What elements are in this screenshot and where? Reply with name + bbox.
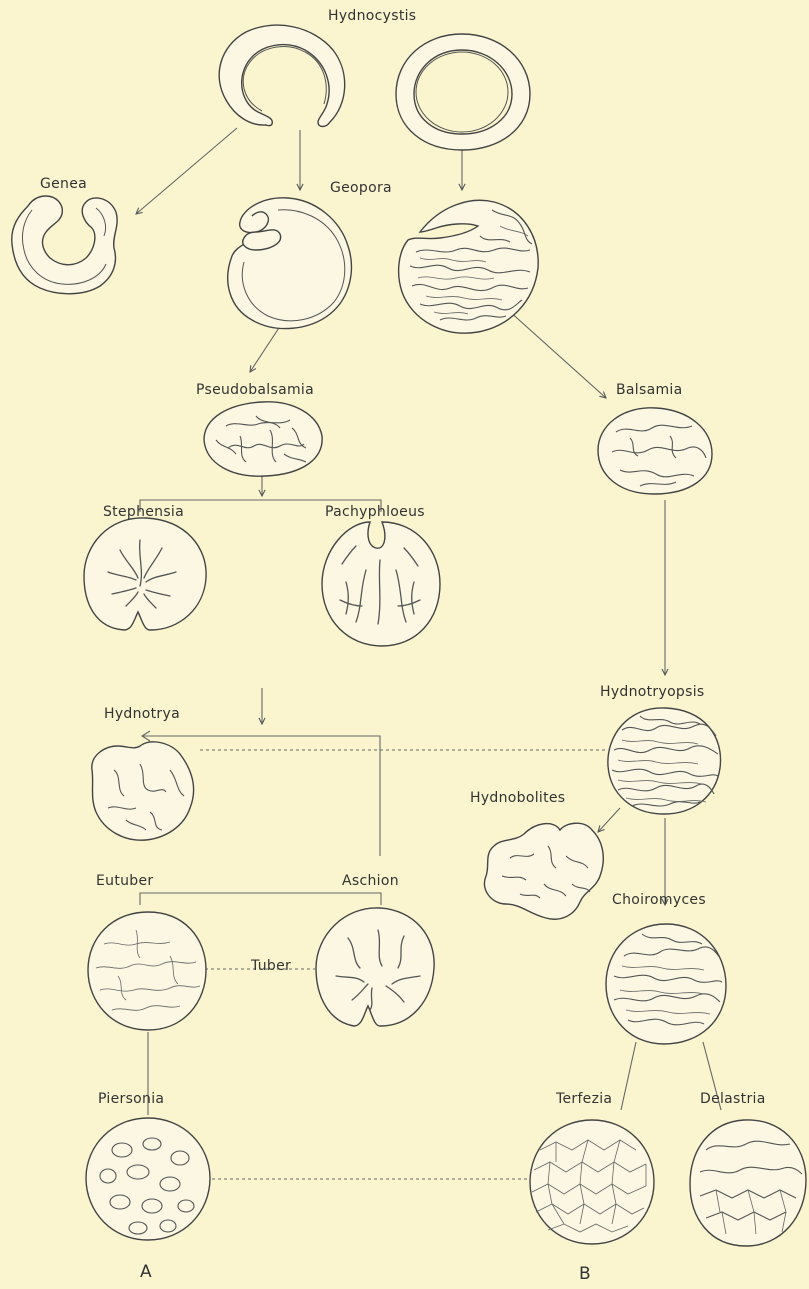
label-eutuber: Eutuber (96, 873, 153, 889)
specimen-aschion (316, 908, 434, 1026)
label-panel-b: B (579, 1264, 591, 1284)
label-pachyphloeus: Pachyphloeus (325, 504, 425, 520)
specimen-hydnocystis-open (219, 25, 345, 126)
label-tuber: Tuber (251, 958, 291, 974)
label-choiromyces: Choiromyces (612, 892, 706, 908)
specimen-stephensia (84, 518, 206, 630)
specimen-geopora-open (228, 198, 352, 329)
specimen-hydnotryopsis (608, 708, 721, 814)
specimen-balsamia (598, 408, 712, 494)
label-hydnotrya: Hydnotrya (104, 706, 180, 722)
specimen-piersonia (86, 1118, 210, 1240)
specimen-hydnotrya (92, 742, 194, 840)
label-piersonia: Piersonia (98, 1091, 164, 1107)
label-hydnocystis: Hydnocystis (328, 8, 416, 24)
label-delastria: Delastria (700, 1091, 766, 1107)
specimen-genea (12, 196, 117, 294)
label-panel-a: A (140, 1262, 152, 1282)
specimen-eutuber (88, 912, 206, 1030)
specimen-choiromyces (606, 924, 726, 1044)
specimen-pseudobalsamia (204, 402, 322, 476)
label-pseudobalsamia: Pseudobalsamia (196, 382, 314, 398)
label-geopora: Geopora (330, 180, 392, 196)
label-hydnotryopsis: Hydnotryopsis (600, 684, 705, 700)
label-terfezia: Terfezia (556, 1091, 612, 1107)
label-aschion: Aschion (342, 873, 399, 889)
label-stephensia: Stephensia (103, 504, 184, 520)
specimen-hydnocystis-closed (396, 34, 530, 150)
label-hydnobolites: Hydnobolites (470, 790, 565, 806)
specimen-terfezia (530, 1120, 654, 1244)
label-genea: Genea (40, 176, 87, 192)
specimen-delastria (690, 1120, 806, 1246)
specimen-geopora-folded (399, 200, 539, 333)
specimen-hydnobolites (484, 823, 603, 919)
label-balsamia: Balsamia (616, 382, 682, 398)
specimen-pachyphloeus (322, 522, 440, 646)
